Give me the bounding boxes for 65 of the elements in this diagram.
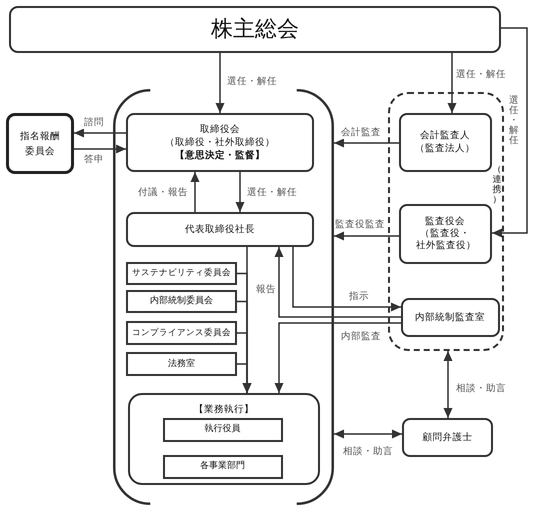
- node-subtitle: （取締役・社外取締役）: [165, 136, 275, 149]
- node-label: 代表取締役社長: [185, 223, 255, 236]
- node-title: 取締役会: [200, 123, 240, 136]
- edge-label: 報告: [255, 284, 277, 296]
- node-label: 法務室: [168, 358, 195, 370]
- unit-box: [126, 290, 237, 313]
- edge-label: 選任・解任: [455, 69, 507, 81]
- group-frame: [128, 393, 320, 485]
- edge-label: 相談・助言: [455, 383, 507, 395]
- edge-label: 答申: [83, 154, 105, 166]
- node-label: 顧問弁護士: [422, 431, 472, 444]
- arrow: [74, 128, 126, 138]
- node-label: 内部統制委員会: [150, 295, 213, 308]
- group-heading: 【業務執行】: [194, 403, 254, 416]
- node-label: サステナビリティ委員会: [132, 267, 231, 280]
- arrow: [237, 363, 252, 393]
- header-box: [9, 6, 501, 53]
- unit-box: [126, 352, 237, 376]
- node-title: 株主総会: [211, 16, 299, 42]
- node-title: 会計監査人: [420, 129, 470, 142]
- node-subtitle: （監査役・社外監査役）: [416, 228, 474, 252]
- arrow: [274, 247, 401, 318]
- node-note: 【意思決定・監督】: [175, 149, 265, 162]
- group-label: （連携）: [492, 165, 502, 205]
- arrow: [216, 53, 224, 113]
- arrow: [74, 144, 126, 154]
- node-label: コンプライアンス委員会: [132, 326, 231, 340]
- org-box: [126, 212, 314, 247]
- org-box: [126, 113, 314, 172]
- edge-label: 会計監査: [340, 127, 382, 139]
- node-label: 内部統制監査室: [415, 310, 485, 324]
- edge-label: 付議・報告: [137, 187, 189, 199]
- edge-label: 相談・助言: [342, 446, 394, 458]
- edge-label: 諮問: [83, 117, 105, 129]
- org-box: [398, 204, 492, 264]
- node-label: 指名報酬委員会: [20, 130, 60, 158]
- org-box: [400, 298, 500, 336]
- edge-label: 選任・解任: [226, 76, 278, 88]
- node-label: 執行役員: [204, 423, 240, 436]
- node-subtitle: （監査法人）: [415, 142, 475, 155]
- edge-label: 選任・解任: [246, 187, 298, 199]
- arrow: [448, 53, 456, 113]
- dashed-frame: [388, 92, 504, 351]
- org-box: [6, 113, 74, 174]
- arrow: [334, 232, 399, 240]
- arrow: [292, 247, 401, 312]
- arrow: [334, 138, 399, 148]
- node-label: 各事業部門: [200, 460, 245, 473]
- double-arrow: [334, 430, 402, 438]
- unit-box: [162, 454, 282, 478]
- unit-box: [126, 262, 237, 285]
- arrow: [492, 27, 528, 238]
- unit-box: [162, 418, 282, 442]
- arrow: [274, 322, 401, 393]
- arrow: [190, 172, 200, 212]
- edge-label: 監査役監査: [334, 219, 386, 231]
- unit-box: [126, 321, 237, 345]
- node-title: 監査役会: [425, 216, 465, 228]
- edge-label: 指示: [348, 291, 370, 303]
- org-box: [398, 112, 492, 172]
- edge-label: 内部監査: [340, 331, 382, 343]
- arrow: [236, 172, 244, 212]
- edge-label: 選任・解任: [509, 96, 519, 146]
- double-arrow: [444, 351, 452, 418]
- org-box: [402, 418, 493, 457]
